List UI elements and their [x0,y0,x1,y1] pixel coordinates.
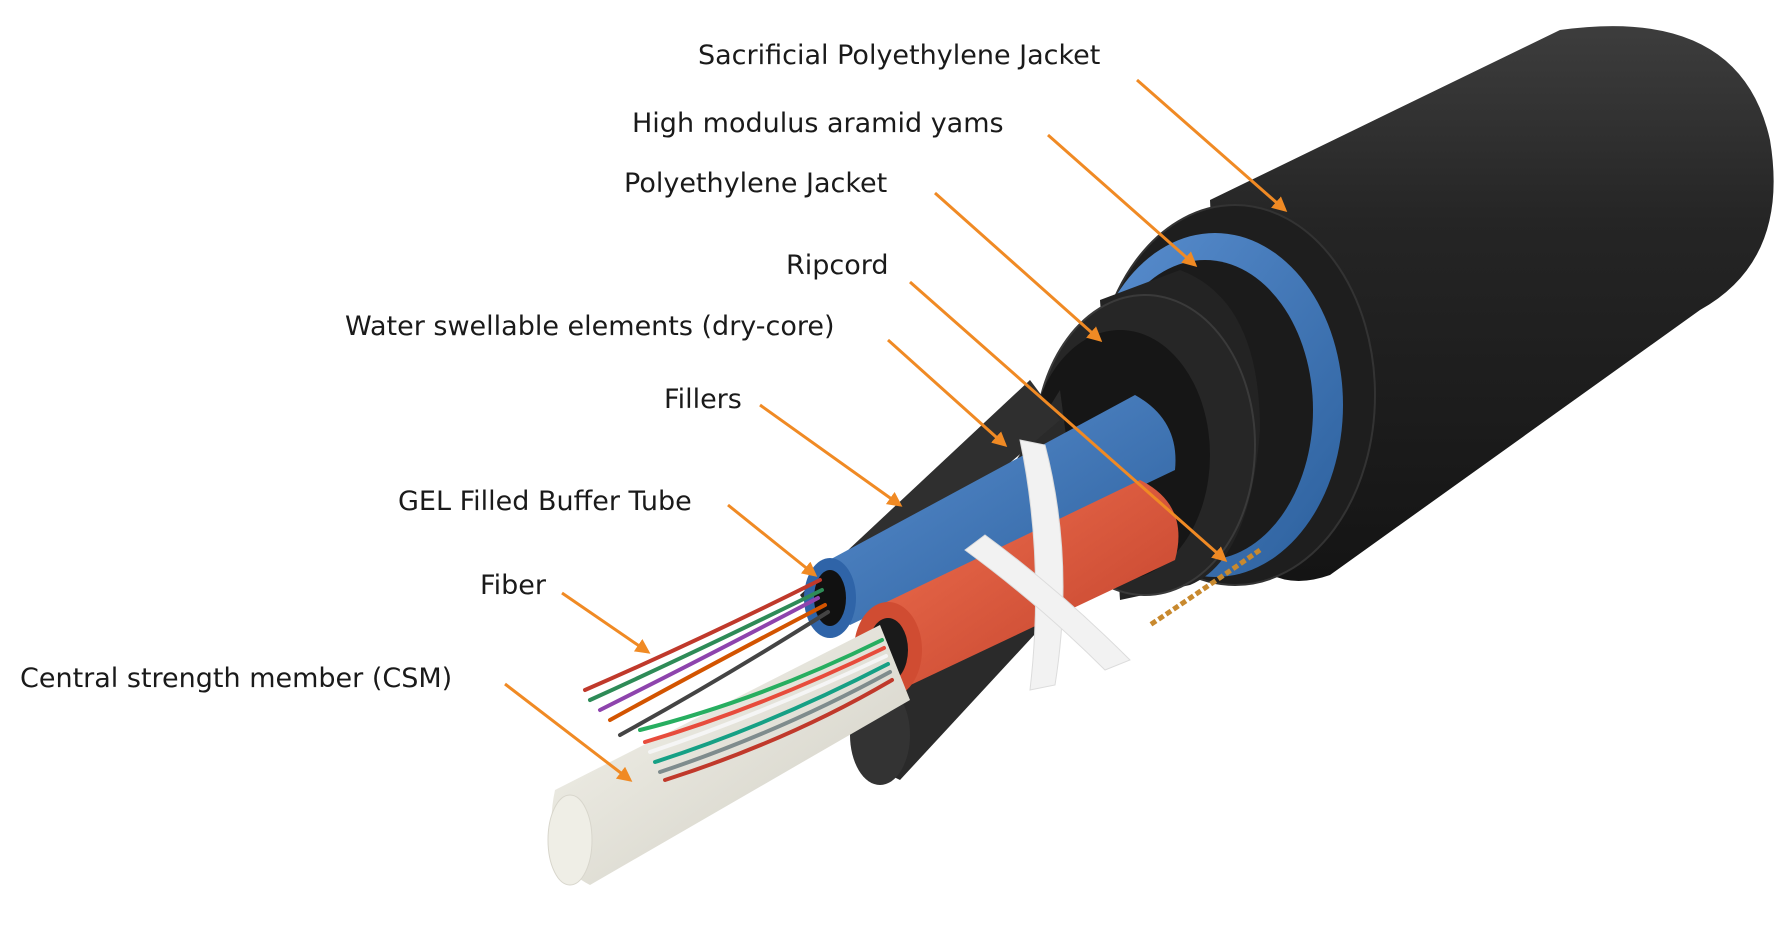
leader-pe-jacket [934,191,1103,342]
leader-aramid-yarns [1047,133,1198,267]
leader-fillers [759,403,903,507]
label-fiber: Fiber [480,570,546,601]
blue-buffer-tube-shape [804,395,1176,638]
water-swellable-tape-shape [964,439,1131,691]
label-sacrificial-jacket: Sacrificial Polyethylene Jacket [698,40,1101,71]
fiber-strands [583,578,894,782]
leader-sacrificial-jacket [1136,78,1288,212]
leader-csm [504,682,633,782]
leader-water-swellable [886,338,1008,448]
label-ripcord: Ripcord [786,250,889,281]
label-csm: Central strength member (CSM) [20,663,453,694]
label-buffer-tube: GEL Filled Buffer Tube [398,486,692,517]
leader-ripcord [909,280,1228,562]
ripcord-shape [1148,547,1262,628]
label-water-swellable: Water swellable elements (dry-core) [345,311,835,342]
label-fillers: Fillers [664,384,742,415]
label-aramid-yarns: High modulus aramid yams [632,108,1004,139]
leader-buffer-tube [727,503,818,577]
leader-fiber [561,591,651,654]
label-pe-jacket: Polyethylene Jacket [624,168,888,199]
